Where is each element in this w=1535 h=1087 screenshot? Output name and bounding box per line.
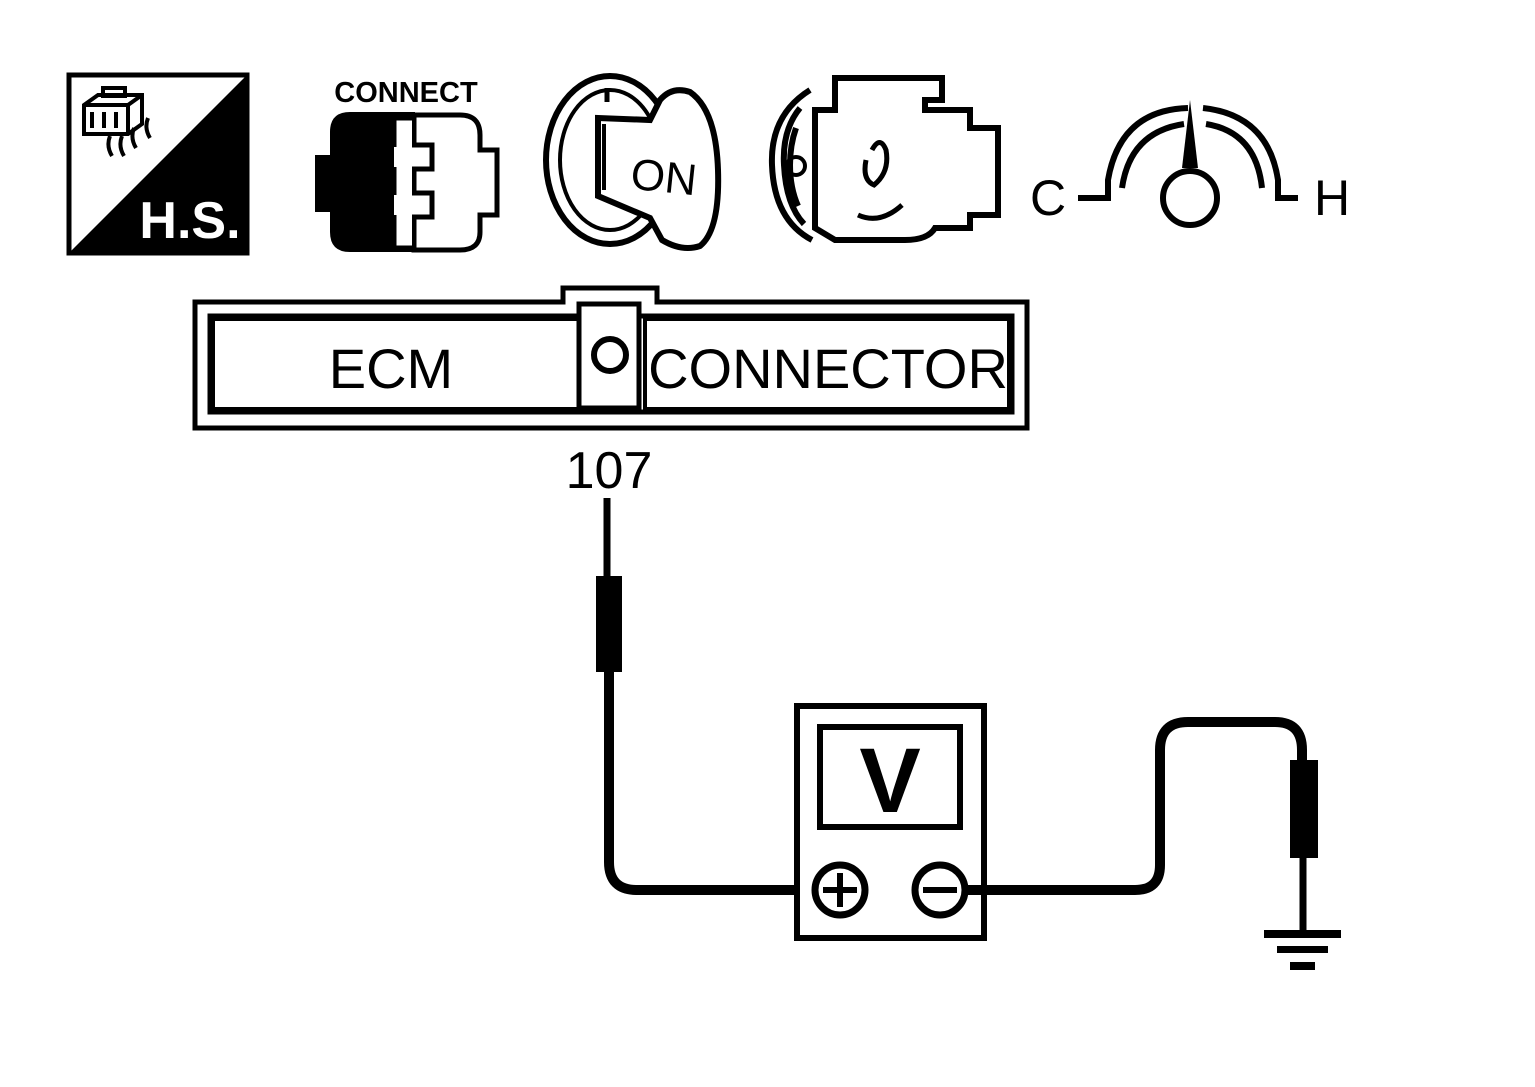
ecm-connector: ECM CONNECTOR	[192, 285, 1030, 431]
voltmeter-label: V	[859, 730, 920, 832]
negative-terminal-icon	[911, 861, 969, 919]
terminal-107-pin	[591, 336, 629, 374]
ground-symbol-icon	[1264, 930, 1341, 970]
negative-test-lead	[965, 717, 1307, 895]
positive-terminal-icon	[811, 861, 869, 919]
terminal-number: 107	[566, 442, 653, 500]
harness-hs-icon: H.S.	[66, 72, 250, 256]
connector-label: CONNECTOR	[648, 337, 1008, 400]
ignition-on-label: ON	[628, 150, 699, 206]
temp-hot-label: H	[1314, 170, 1350, 226]
ecm-label: ECM	[329, 337, 453, 400]
connect-icon: CONNECT	[315, 77, 500, 253]
positive-test-lead	[604, 672, 808, 895]
connect-label: CONNECT	[334, 77, 478, 109]
temp-cold-label: C	[1030, 170, 1066, 226]
engine-running-icon	[768, 75, 1001, 243]
voltmeter: V	[794, 703, 987, 941]
harness-hs-label: H.S.	[139, 192, 240, 250]
ground-probe	[1290, 760, 1318, 934]
positive-test-probe	[596, 498, 622, 672]
temperature-gauge-icon: C H	[1030, 100, 1350, 228]
ignition-key-on-icon: ON	[543, 73, 722, 251]
